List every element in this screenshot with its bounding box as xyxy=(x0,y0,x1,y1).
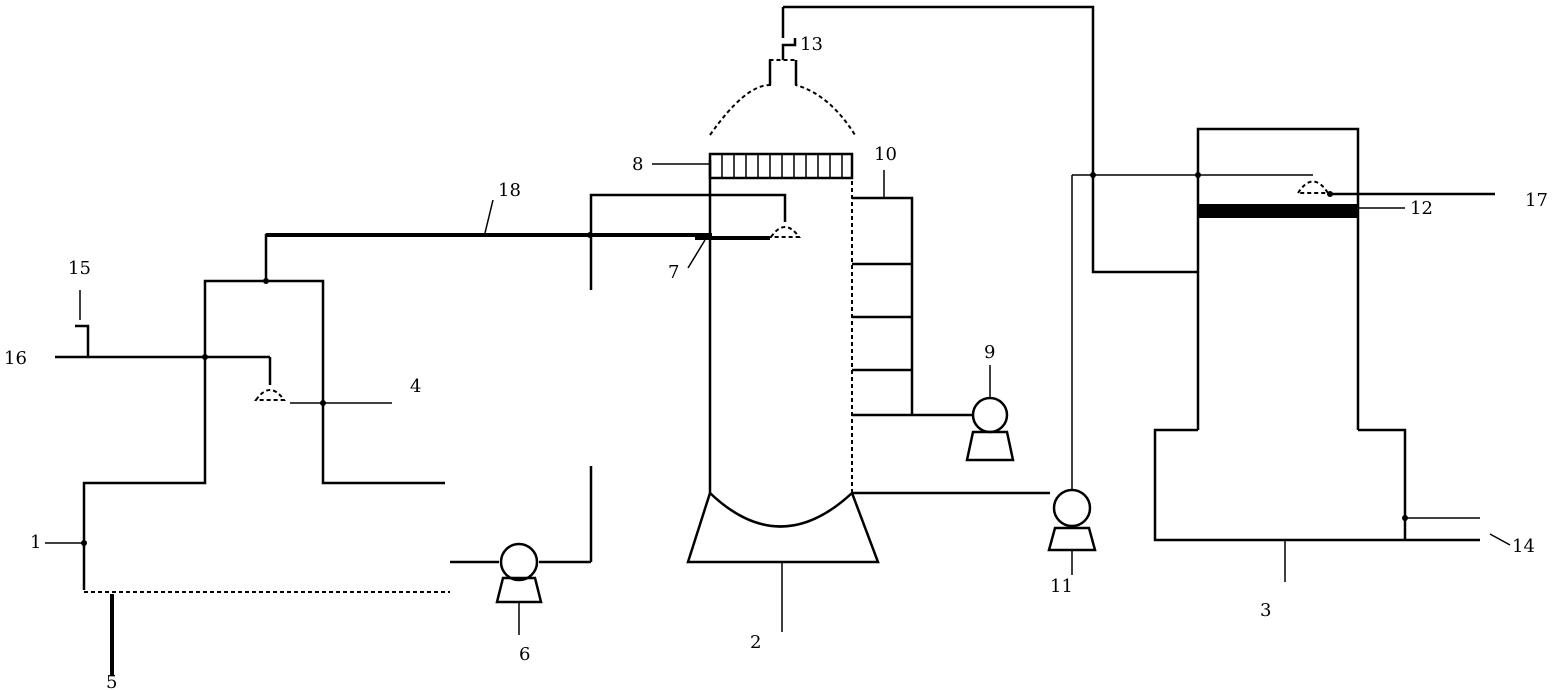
label-5: 5 xyxy=(106,672,117,690)
left-tank-unit xyxy=(45,200,710,675)
overhead-pipe xyxy=(783,5,1198,274)
filter-layer xyxy=(1198,204,1358,218)
pump-6 xyxy=(450,542,591,635)
central-column xyxy=(589,7,1015,632)
label-17: 17 xyxy=(1525,190,1548,211)
label-6: 6 xyxy=(519,644,530,665)
label-2: 2 xyxy=(750,632,761,653)
label-1: 1 xyxy=(30,532,41,553)
label-16: 16 xyxy=(4,348,27,369)
label-15: 15 xyxy=(68,258,91,279)
labels: 1 2 3 4 5 6 7 8 9 10 11 12 13 14 15 16 1… xyxy=(4,34,1548,690)
right-tank-unit xyxy=(1072,127,1511,582)
pump-9 xyxy=(971,396,1009,434)
pump-11 xyxy=(852,175,1097,575)
label-3: 3 xyxy=(1260,600,1271,621)
label-13: 13 xyxy=(800,34,823,55)
spray-nozzle-icon xyxy=(769,226,801,238)
label-7: 7 xyxy=(668,262,679,283)
label-10: 10 xyxy=(874,144,897,165)
spray-nozzle-icon xyxy=(254,389,286,401)
packing-layer xyxy=(708,152,854,180)
label-18: 18 xyxy=(498,180,521,201)
label-8: 8 xyxy=(632,154,643,175)
label-14: 14 xyxy=(1512,536,1535,557)
label-9: 9 xyxy=(984,342,995,363)
label-11: 11 xyxy=(1050,576,1073,597)
spray-nozzle-icon xyxy=(1296,180,1330,194)
label-4: 4 xyxy=(410,376,421,397)
label-12: 12 xyxy=(1410,198,1433,219)
